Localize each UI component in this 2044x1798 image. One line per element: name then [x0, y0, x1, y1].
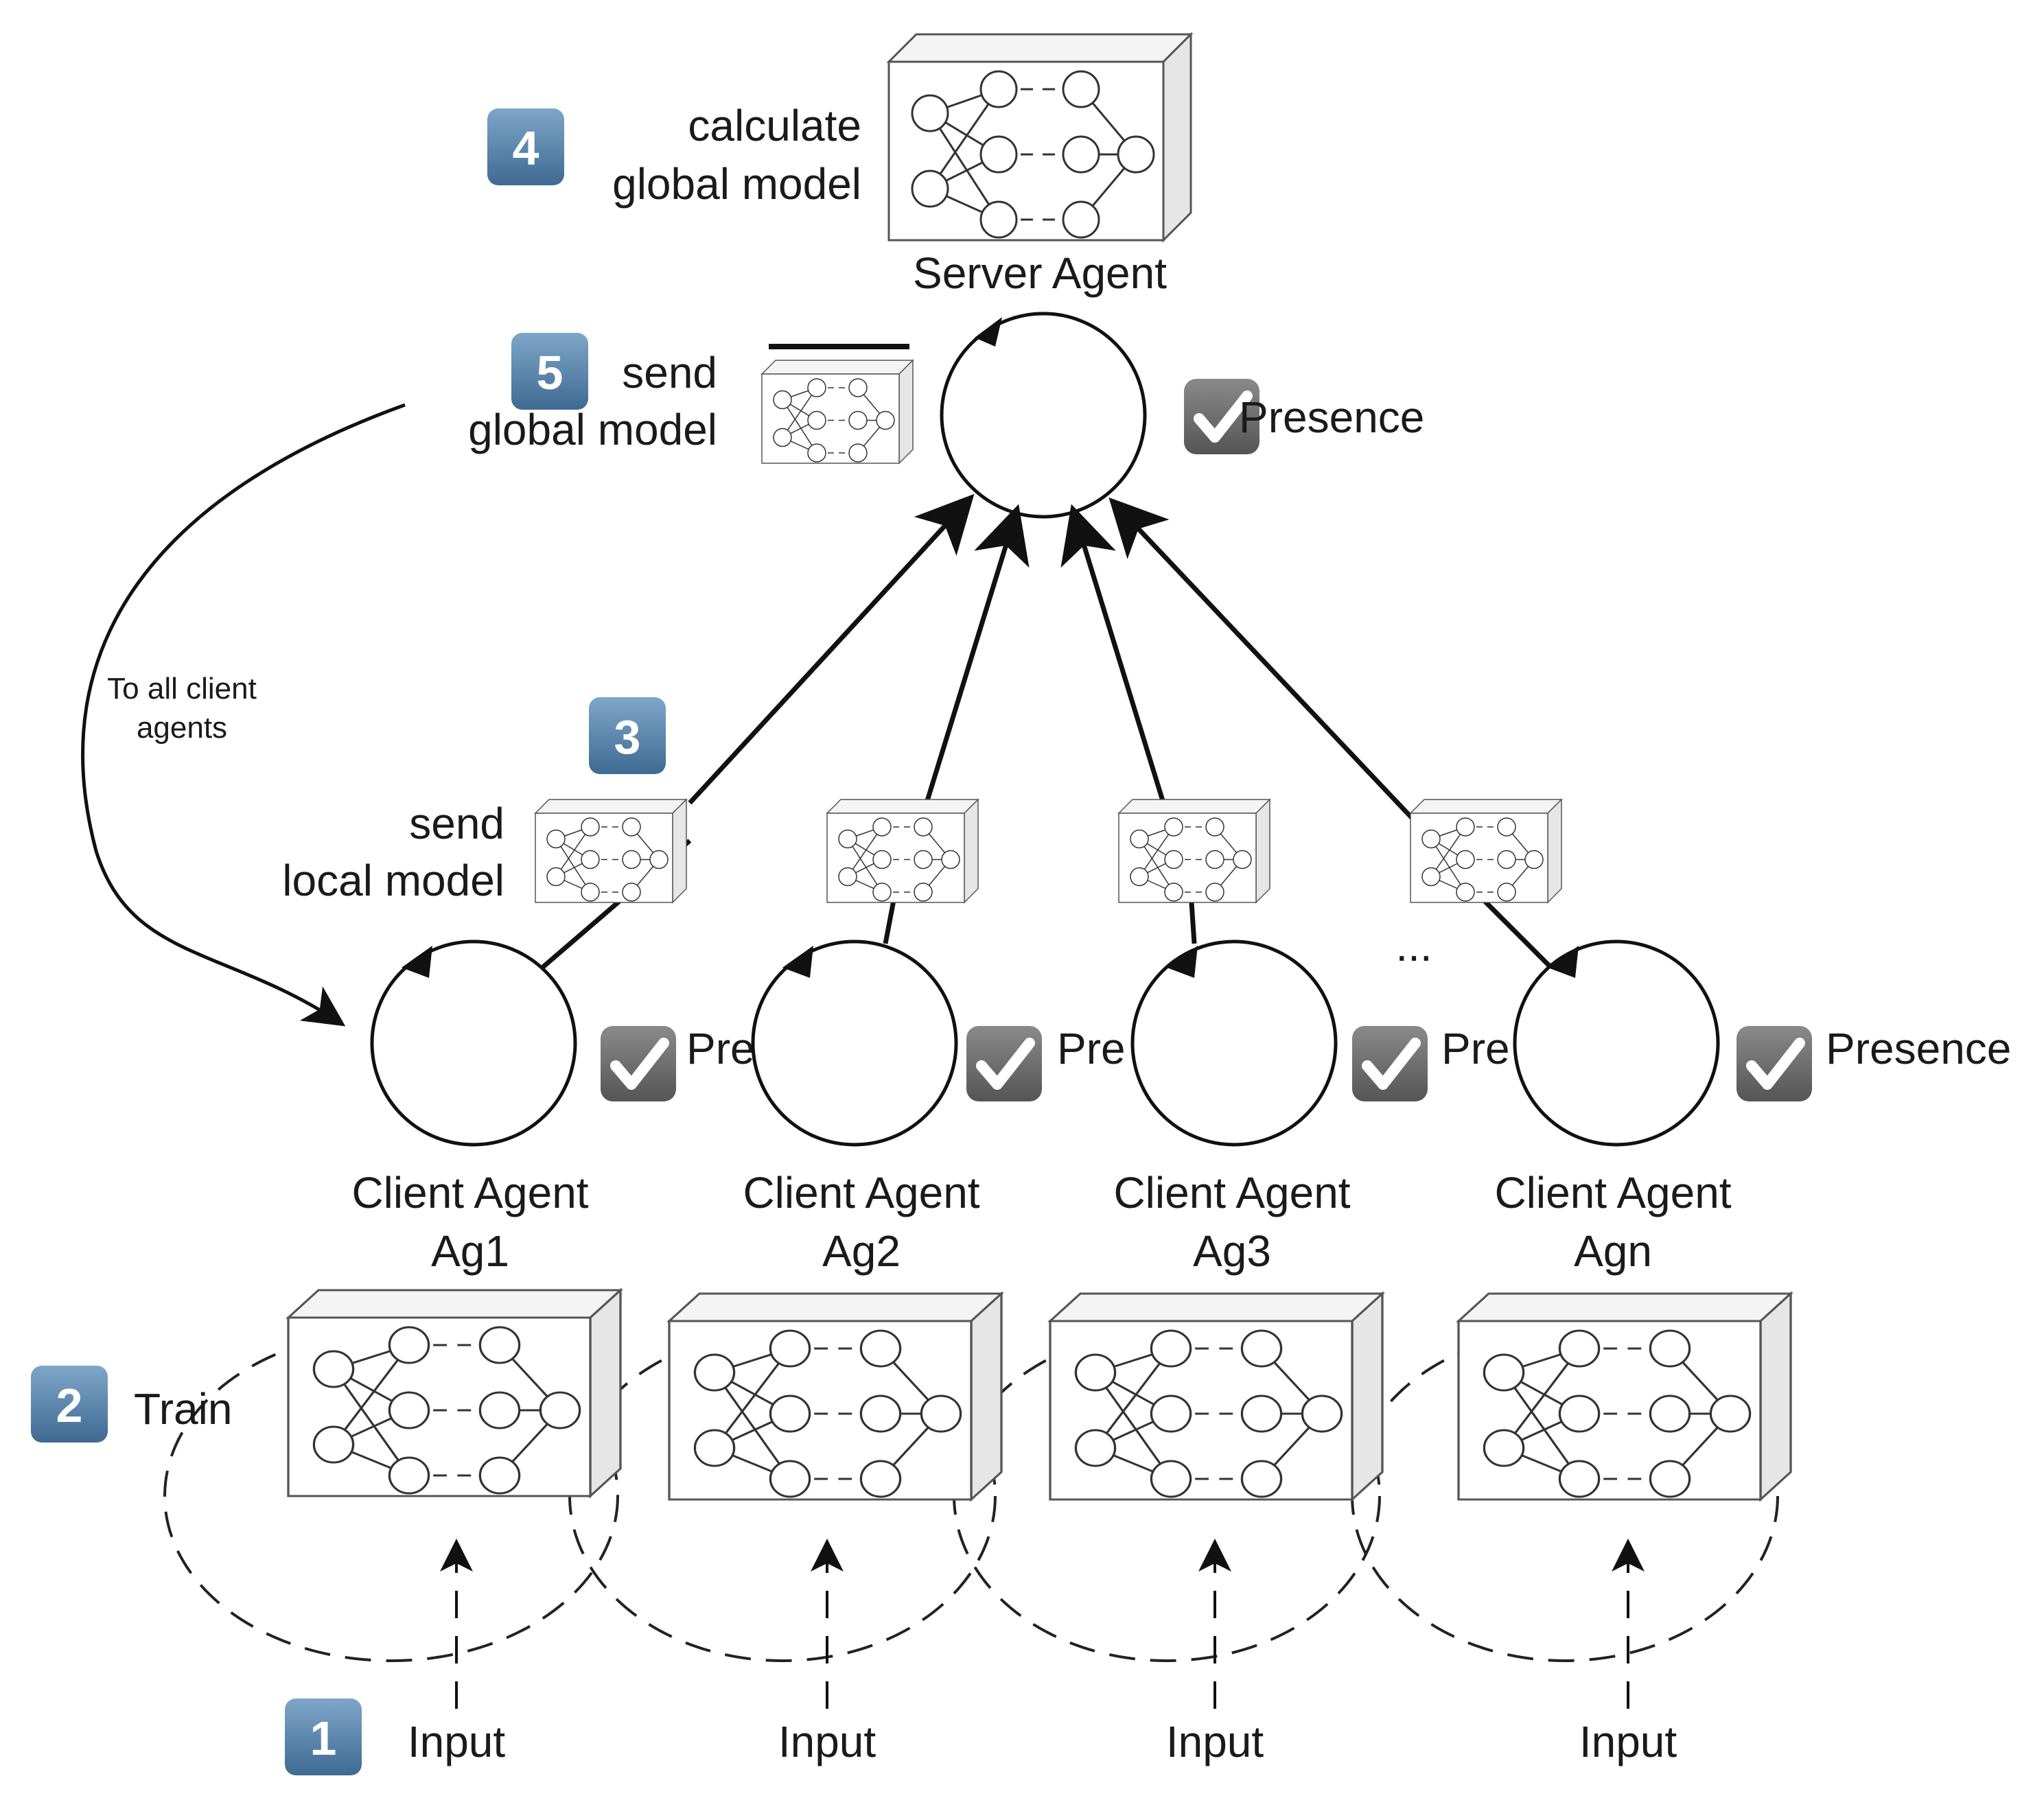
step-4-label-line2: global model: [612, 159, 861, 209]
client-2-label-line2: Ag2: [822, 1226, 901, 1276]
step-5-model-icon: [761, 360, 914, 464]
ellipsis: ...: [1395, 921, 1432, 970]
client-1-presence-label: Pre: [686, 1024, 755, 1073]
input-label-3: Input: [1166, 1717, 1264, 1766]
client-agent-1: Pre Client Agent Ag1: [351, 939, 755, 1276]
step-2-label: Train: [134, 1384, 232, 1434]
input-label-2: Input: [778, 1717, 876, 1766]
svg-text:4: 4: [513, 121, 539, 175]
client-3-upload-arrow: [1060, 504, 1166, 804]
server-agent-label: Server Agent: [913, 248, 1167, 298]
client-3-presence-check-icon: [1352, 1026, 1428, 1101]
client-2-cycle-arrow-icon: [782, 946, 813, 978]
step-3-label-line2: local model: [282, 856, 504, 905]
client-n-label-line1: Client Agent: [1494, 1168, 1731, 1217]
step-2-badge: 2: [31, 1366, 108, 1443]
server-cycle-arrow-icon: [975, 317, 1002, 347]
svg-text:2: 2: [56, 1379, 83, 1432]
step-1-badge: 1: [285, 1698, 362, 1775]
client-2-local-model-icon: [668, 1292, 1003, 1501]
client-3-presence-label: Pre: [1441, 1024, 1510, 1073]
server-agent-node: [940, 312, 1147, 519]
svg-text:5: 5: [537, 346, 564, 399]
step-5-label-line2: global model: [468, 405, 717, 454]
local-model-icon-3: [1118, 799, 1270, 903]
client-n-presence-label: Presence: [1826, 1024, 2011, 1073]
step-5-badge: 5: [511, 333, 588, 410]
client-3-cycle-arrow-icon: [1167, 946, 1198, 978]
client-1-cycle-arrow-icon: [402, 946, 432, 978]
client-1-label-line1: Client Agent: [351, 1168, 588, 1217]
step-3-label-line1: send: [409, 799, 504, 848]
client-n-local-model-icon: [1457, 1292, 1792, 1501]
client-2-upload-arrow: [924, 504, 1030, 804]
client-n-label-line2: Agn: [1574, 1226, 1652, 1276]
local-model-icon-2: [826, 799, 979, 903]
client-1-label-line2: Ag1: [431, 1226, 509, 1276]
step-3-badge: 3: [589, 697, 666, 774]
client-3-label-line1: Client Agent: [1113, 1168, 1350, 1217]
client-n-node: [1513, 939, 1720, 1147]
server-global-model-icon: [887, 33, 1192, 242]
svg-text:1: 1: [310, 1712, 337, 1765]
broadcast-arrow: [81, 403, 406, 1027]
client-1-presence-check-icon: [601, 1026, 676, 1101]
client-n-cycle-arrow-icon: [1548, 946, 1579, 978]
client-1-node: [370, 939, 577, 1147]
client-1-local-model-icon: [287, 1289, 622, 1497]
svg-text:3: 3: [614, 710, 641, 764]
broadcast-note-line2: agents: [137, 711, 227, 745]
step-4-badge: 4: [487, 108, 564, 185]
server-presence-label: Presence: [1239, 393, 1424, 442]
client-n-upload-arrow: [1108, 497, 1416, 822]
step-5-label-line1: send: [622, 348, 717, 397]
client-2-presence-check-icon: [966, 1026, 1042, 1101]
input-label-1: Input: [408, 1717, 506, 1766]
local-model-icon-1: [535, 799, 687, 903]
client-2-presence-label: Pre: [1057, 1024, 1126, 1073]
client-agent-3: Pre Client Agent Ag3: [1113, 939, 1510, 1276]
client-agent-2: Pre Client Agent Ag2: [743, 939, 1126, 1276]
client-agent-n: Presence Client Agent Agn: [1494, 939, 2011, 1276]
client-2-node: [751, 939, 958, 1147]
input-label-n: Input: [1579, 1717, 1677, 1766]
client-3-label-line2: Ag3: [1193, 1226, 1271, 1276]
client-n-presence-check-icon: [1737, 1026, 1812, 1101]
client-1-upload-arrow: [688, 493, 975, 805]
local-model-icon-n: [1410, 799, 1562, 903]
client-3-local-model-icon: [1049, 1292, 1384, 1501]
client-2-label-line1: Client Agent: [743, 1168, 979, 1217]
step-4-label-line1: calculate: [688, 101, 861, 150]
broadcast-note-line1: To all client: [107, 672, 257, 705]
client-n-link: [1474, 890, 1553, 970]
client-3-node: [1130, 939, 1338, 1147]
